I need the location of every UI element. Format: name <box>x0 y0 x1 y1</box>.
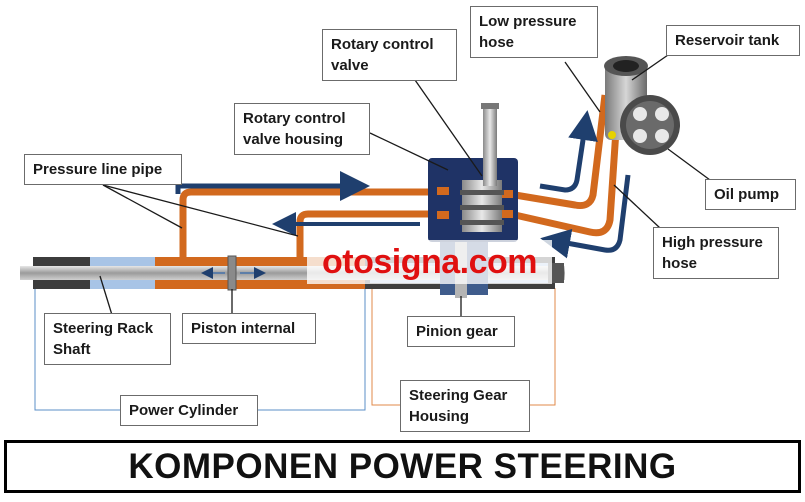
label-line: Oil pump <box>714 186 779 203</box>
reservoir-tank-label: Reservoir tank <box>666 25 800 56</box>
flow-arrow-top <box>175 171 370 201</box>
spool-land-1 <box>460 190 504 195</box>
label-line: Power Cylinder <box>129 402 239 419</box>
low-pressure-hose-label: Low pressure hose <box>470 6 598 58</box>
label-line: Reservoir tank <box>675 32 780 49</box>
label-line: Pinion gear <box>416 323 498 340</box>
callout-high-pressure <box>613 184 661 229</box>
callout-reservoir <box>631 54 669 81</box>
label-line: valve <box>331 57 369 74</box>
callout-pressure-pipe-2 <box>102 184 299 237</box>
valve-port-2 <box>437 211 449 219</box>
steering-rack-shaft-label: Steering Rack Shaft <box>44 313 171 365</box>
label-line: Steering Rack <box>53 320 154 337</box>
input-shaft <box>483 106 497 186</box>
spool-land-2 <box>460 205 504 210</box>
label-line: Low pressure <box>479 13 577 30</box>
label-line: Shaft <box>53 341 91 358</box>
rotary-control-valve-label: Rotary control valve <box>322 29 457 81</box>
label-line: hose <box>662 255 698 272</box>
pressure-line-pipe-2 <box>296 210 445 257</box>
label-line: Housing <box>409 408 469 425</box>
pinion-gear-label: Pinion gear <box>407 316 515 347</box>
oil-pump-label: Oil pump <box>705 179 796 210</box>
label-line: valve housing <box>243 131 344 148</box>
supply-flow-arrow <box>540 174 631 259</box>
callout-rack-shaft <box>99 275 113 316</box>
pump-bolt-3 <box>633 129 647 143</box>
pump-bolt-1 <box>633 107 647 121</box>
input-shaft-cap <box>481 103 499 109</box>
callout-oil-pump <box>667 148 711 181</box>
label-line: Piston internal <box>191 320 296 337</box>
pump-bolt-2 <box>655 107 669 121</box>
reservoir-tank-opening <box>613 60 639 72</box>
label-line: Rotary control <box>331 36 434 53</box>
power-cylinder-label: Power Cylinder <box>120 395 258 426</box>
low-pressure-hose-line <box>514 94 609 209</box>
label-line: Steering Gear <box>409 387 508 404</box>
return-flow-arrow <box>539 110 598 193</box>
label-line: Pressure line pipe <box>33 161 163 178</box>
watermark: otosigna.com <box>307 240 552 284</box>
high-pressure-hose-label: High pressure hose <box>653 227 779 279</box>
callout-rotary-valve <box>414 79 483 177</box>
rack-shaft-right-end <box>548 263 564 283</box>
piston <box>227 255 237 291</box>
oil-pump-face <box>626 101 674 149</box>
callout-pressure-pipe-1 <box>102 184 183 229</box>
high-pressure-hose-line <box>514 129 620 237</box>
spool-land-3 <box>460 220 504 225</box>
pressure-line-pipe-1 <box>179 188 445 257</box>
label-line: Rotary control <box>243 110 346 127</box>
pump-indicator <box>608 131 616 139</box>
pump-bolt-4 <box>655 129 669 143</box>
piston-internal-label: Piston internal <box>182 313 316 344</box>
valve-port-3 <box>501 190 513 198</box>
rotary-valve-housing-label: Rotary control valve housing <box>234 103 370 155</box>
label-line: High pressure <box>662 234 763 251</box>
pressure-line-pipe-label: Pressure line pipe <box>24 154 182 185</box>
callout-valve-housing <box>369 132 449 171</box>
callout-low-pressure <box>564 61 601 113</box>
steering-gear-housing-label: Steering Gear Housing <box>400 380 530 432</box>
label-line: hose <box>479 34 515 51</box>
valve-port-1 <box>437 187 449 195</box>
diagram-title: KOMPONEN POWER STEERING <box>4 440 801 493</box>
valve-port-4 <box>501 210 513 218</box>
